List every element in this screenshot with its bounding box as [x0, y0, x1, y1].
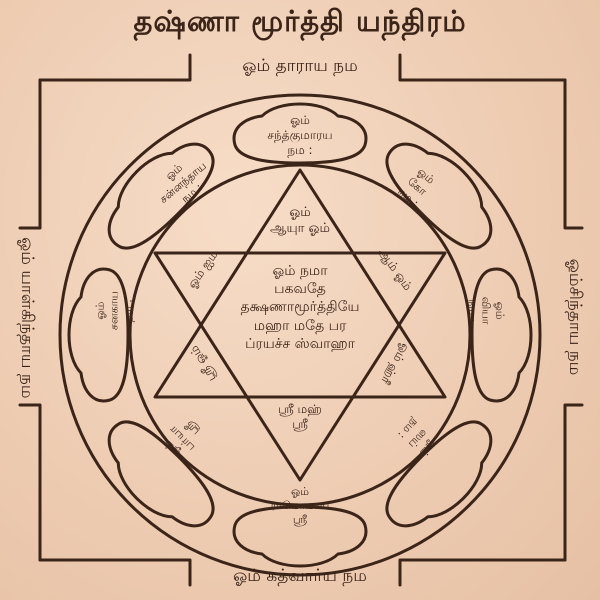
petal-top — [232, 102, 368, 165]
petal-bottom-line-1: ஓம் — [290, 485, 310, 498]
petal-text-left: ஓம் சனகாய நம : — [93, 271, 134, 351]
star-bottom-line-1: ஸ்ரீ மஹ் — [278, 402, 322, 416]
border-right-upper — [563, 78, 584, 230]
border-left-lower — [18, 403, 42, 562]
center-mantra-line-3: தக்ஷணாமூர்த்தியே — [240, 299, 360, 316]
petal-left — [67, 267, 130, 403]
center-mantra: ஓம் நமா பகவதே தக்ஷணாமூர்த்தியே மஹா மதே ப… — [195, 262, 405, 353]
petal-bottom-left — [107, 420, 215, 528]
star-top-line-2: ஆயுா ஓம் — [270, 221, 330, 237]
inner-circle — [128, 163, 472, 507]
border-bottom-left — [38, 558, 192, 587]
petal-top-line-2: சந்த்குமாரய — [267, 128, 333, 142]
center-mantra-line-5: ப்ரயச்ச ஸ்வாஹா — [245, 335, 355, 352]
center-mantra-line-4: மஹா மதே பர — [253, 317, 347, 334]
petal-top-line-1: ஓம் — [290, 113, 310, 127]
petal-left-line-3: நம : — [120, 299, 134, 323]
star-bottom-line-2: ஸ்ரீ — [292, 417, 308, 431]
star-text-bottom: ஸ்ரீ மஹ் ஸ்ரீ — [250, 402, 350, 432]
petal-text-bottom: ஓம் ராமொமாய ஸ்ரீ — [245, 485, 355, 526]
border-right-lower — [563, 403, 584, 562]
border-text-left: ஓம் யாள்கிந்தாய நம — [17, 237, 37, 399]
yantra-title: தஷ்ணா மூர்த்தி யந்திரம் — [133, 4, 467, 38]
border-text-top: ஓம் தாராய நம — [242, 56, 358, 76]
border-top-left — [38, 53, 192, 82]
petal-text-top: ஓம் சந்த்குமாரய நம : — [240, 113, 360, 158]
border-bottom-right — [398, 558, 567, 587]
border-top-right — [398, 53, 567, 82]
star-triangle-down — [153, 251, 447, 482]
center-mantra-line-1: ஓம் நமா — [272, 263, 328, 279]
petal-top-left — [107, 142, 215, 250]
star-triangle-up — [153, 168, 447, 399]
border-left-upper — [18, 78, 42, 230]
border-text-bottom: ஓம் கத்வார்ய நம — [233, 566, 367, 586]
petal-bottom-right — [385, 420, 493, 528]
petal-right — [470, 267, 533, 403]
petal-bottom-line-2: ராமொமாய — [270, 498, 330, 512]
petal-right-line-3: நம : — [466, 299, 480, 323]
petal-bottom-line-3: ஸ்ரீ — [292, 512, 308, 526]
petal-text-right: ஓம் வியா நம : — [465, 271, 507, 351]
petal-left-line-1: ஓம் — [93, 301, 107, 320]
petal-left-line-2: சனகாய — [107, 291, 121, 331]
petal-top-right — [385, 142, 493, 250]
petal-right-line-1: ஓம் — [493, 301, 507, 320]
outer-circle — [58, 93, 542, 577]
star-top-line-1: ஓம் — [289, 205, 311, 220]
center-mantra-line-2: பகவதே — [274, 281, 326, 298]
star-text-top: ஓம் ஆயுா ஓம் — [250, 205, 350, 238]
border-text-right: ஓம்சிந்தாய நம — [565, 258, 585, 376]
petal-right-line-2: வியா — [479, 296, 493, 325]
petal-top-line-3: நம : — [287, 143, 313, 157]
petal-bottom — [232, 505, 368, 568]
